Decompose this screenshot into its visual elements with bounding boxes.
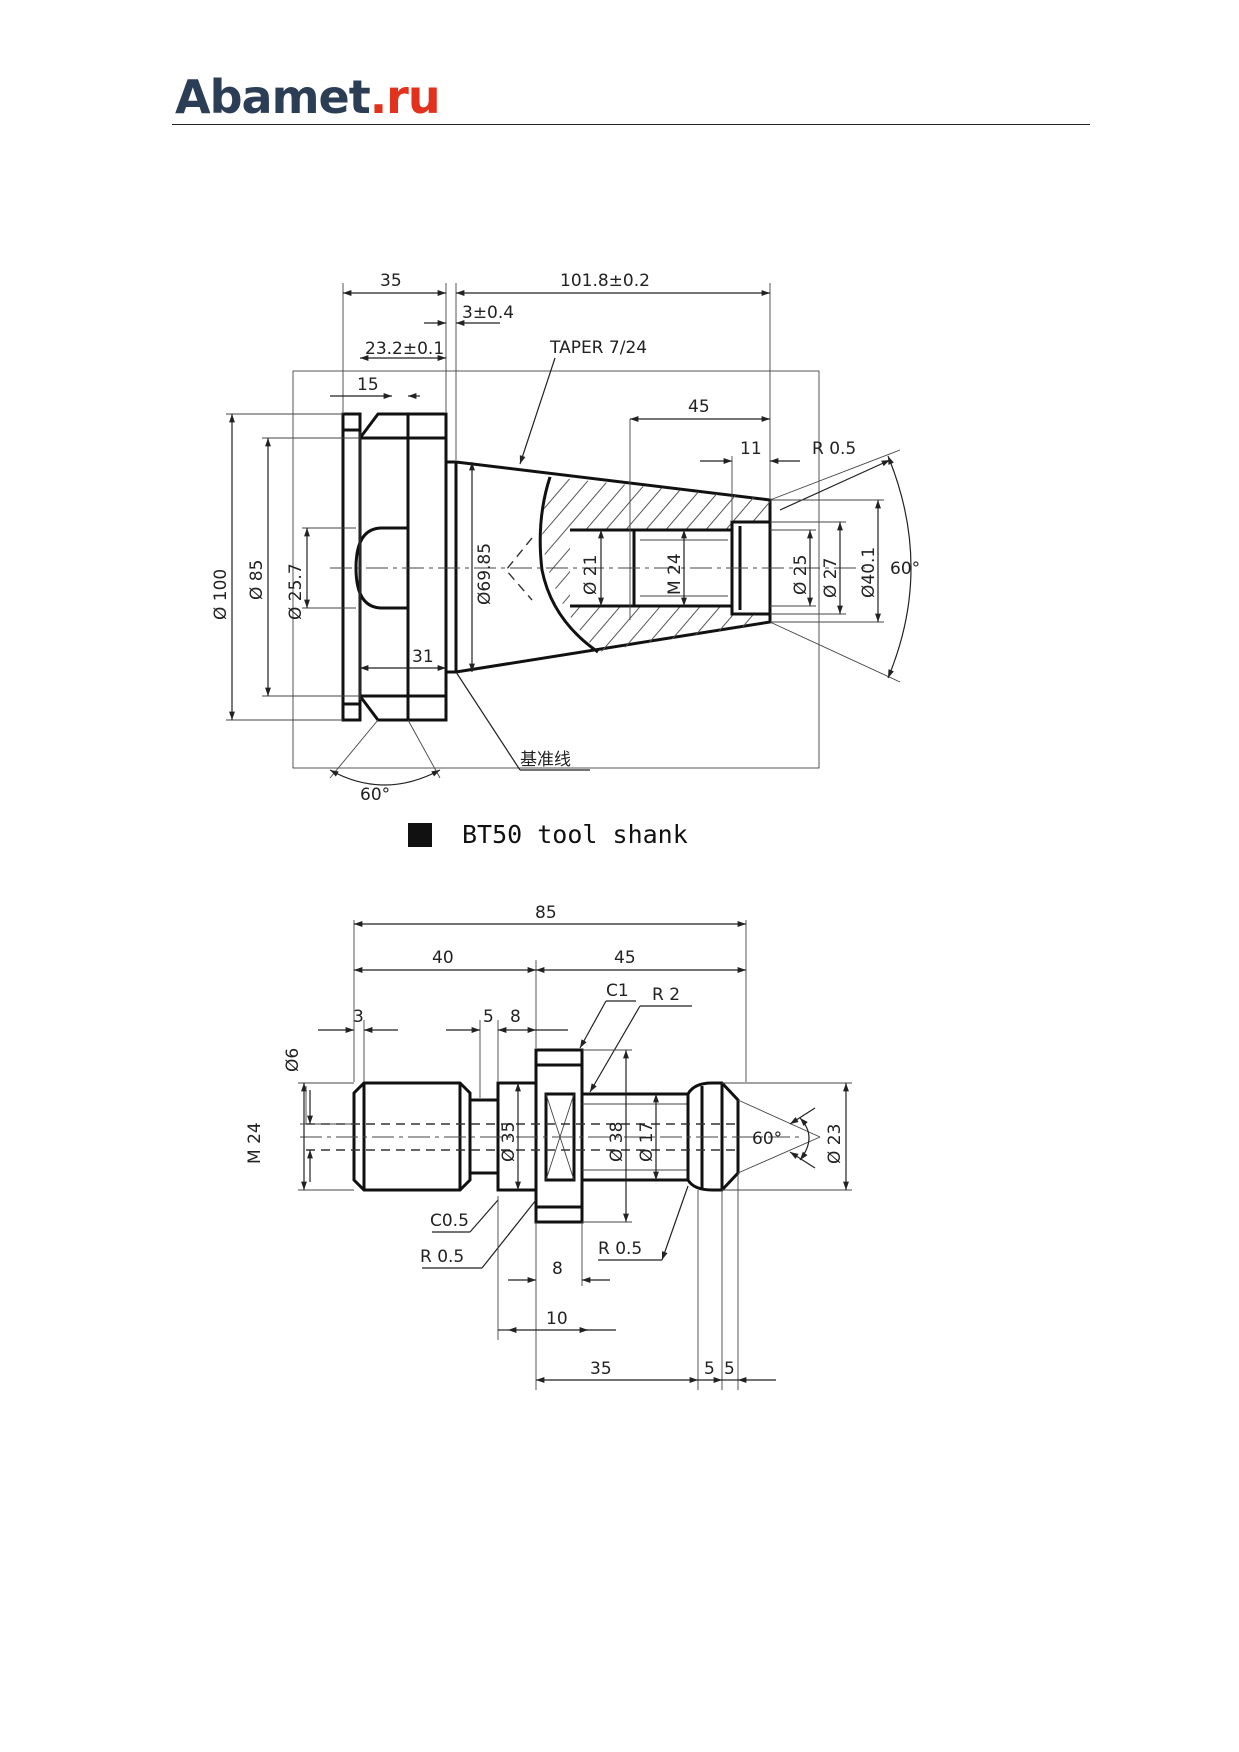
stud-dim-3: 3 (353, 1007, 364, 1027)
stud-dim-40: 40 (432, 948, 454, 968)
dim-3: 3±0.4 (462, 303, 514, 323)
stud-phi35: Ø 35 (499, 1122, 519, 1162)
stud-dim-10: 10 (546, 1309, 568, 1329)
stud-dim-85: 85 (535, 903, 557, 923)
dim-r05: R 0.5 (812, 439, 856, 459)
taper-label: TAPER 7/24 (549, 338, 647, 358)
flange-chamfer (343, 428, 360, 706)
stud-dim-8-bottom: 8 (552, 1259, 563, 1279)
dim-phi100: Ø 100 (211, 569, 231, 620)
stud-dim-5b: 5 (724, 1359, 735, 1379)
stud-c1: C1 (606, 981, 629, 1001)
dim-m24: M 24 (665, 553, 685, 595)
dim-35: 35 (380, 271, 402, 291)
stud-phi23: Ø 23 (825, 1124, 845, 1164)
flange-left-ring (341, 412, 362, 722)
key-slot (354, 526, 408, 610)
stud-r2: R 2 (652, 985, 680, 1005)
shaft-inner (582, 1103, 688, 1171)
stud-r05-right: R 0.5 (598, 1239, 642, 1259)
dim-phi85: Ø 85 (247, 560, 267, 600)
dim-15: 15 (357, 375, 379, 395)
stud-r05-left: R 0.5 (420, 1247, 464, 1267)
stud-dim-35: 35 (590, 1359, 612, 1379)
stud-dim-8: 8 (510, 1007, 521, 1027)
stud-angle-60: 60° (752, 1129, 782, 1149)
stud-dim-45: 45 (614, 948, 636, 968)
angle-arc-bottom (329, 769, 441, 786)
section-break-line (538, 476, 599, 654)
stud-c05: C0.5 (430, 1211, 469, 1231)
logo-main-text: Abamet (175, 70, 371, 124)
bullet-square-icon (408, 822, 432, 847)
dim-phi25-7: Ø 25.7 (286, 563, 306, 620)
dim-101-8: 101.8±0.2 (560, 271, 650, 291)
angle-60-bottom: 60° (360, 785, 390, 805)
stud-dim-5a: 5 (704, 1359, 715, 1379)
stud-phi17: Ø 17 (637, 1122, 657, 1162)
stud-phi38: Ø 38 (607, 1122, 627, 1162)
abamet-logo[interactable]: Abamet.ru (175, 74, 441, 120)
flange-edge-lines (536, 1063, 582, 1209)
flange-right-ring (408, 412, 448, 722)
dim-phi40-1: Ø40.1 (859, 547, 879, 598)
angle-60-right: 60° (890, 559, 920, 579)
hidden-cone (505, 537, 533, 601)
stud-m24: M 24 (245, 1122, 265, 1164)
bt50-caption: BT50 tool shank (408, 820, 688, 849)
dim-phi27: Ø 27 (821, 558, 841, 598)
bt50-shank-drawing: 35 101.8±0.2 3±0.4 23.2±0.1 TAPER 7/24 1… (211, 271, 920, 805)
flange-inner-lines (408, 436, 446, 698)
dim-11: 11 (740, 439, 762, 459)
flange-v-flanks (358, 412, 410, 722)
pull-stud-drawing: 85 40 45 3 5 8 C1 R 2 Ø6 M 24 Ø 35 Ø 38 … (245, 903, 852, 1390)
caption-text: BT50 tool shank (462, 820, 688, 849)
dim-23-2: 23.2±0.1 (365, 339, 444, 359)
dim-45: 45 (688, 397, 710, 417)
header-rule (172, 124, 1090, 125)
stud-phi6: Ø6 (283, 1048, 303, 1072)
dim-phi25: Ø 25 (791, 555, 811, 595)
angle-arc-right (887, 455, 912, 679)
datum-line-label: 基准线 (520, 750, 571, 770)
dim-phi21: Ø 21 (581, 555, 601, 595)
dim-phi69-85: Ø69.85 (475, 543, 495, 605)
logo-suffix-text: .ru (369, 70, 441, 124)
stud-dim-5: 5 (483, 1007, 494, 1027)
drawing-frame (292, 370, 820, 769)
dim-31: 31 (412, 647, 434, 667)
flange-v-groove (360, 436, 410, 698)
